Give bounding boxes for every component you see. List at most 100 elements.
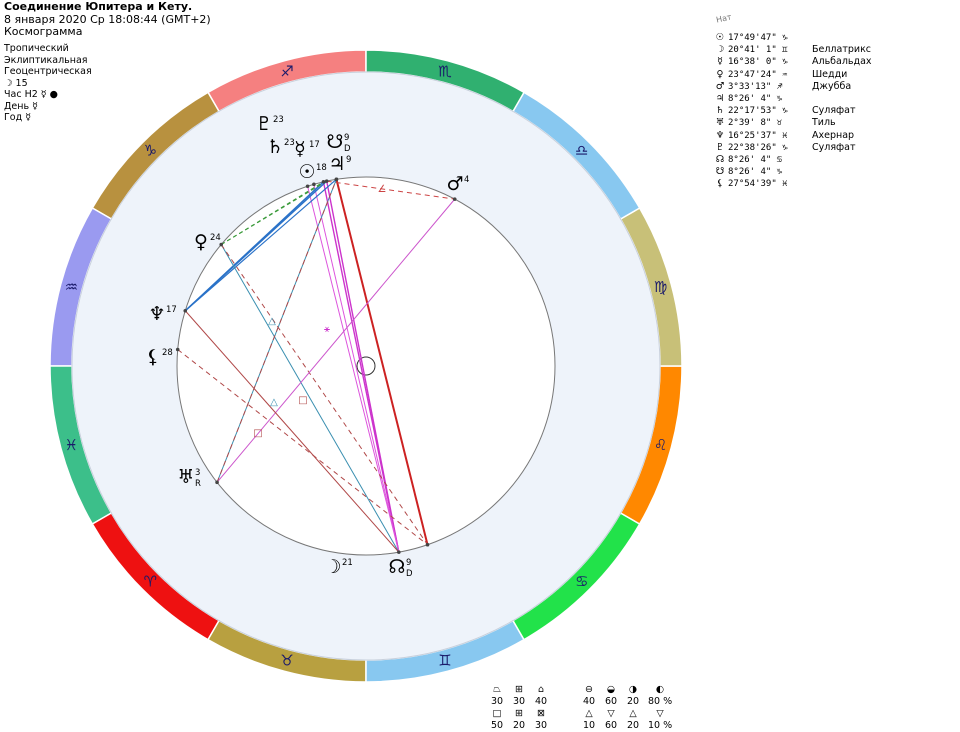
stats-values-row-2: 50 20 30 10 60 20 10 % [486, 720, 676, 732]
aspect-line [220, 244, 400, 553]
planet-glyph: ⚸ [716, 178, 724, 190]
planet-position: 8°26' 4" ♑ [728, 167, 783, 178]
planet-position: 8°26' 4" ♑ [728, 93, 783, 104]
fixed-star: Беллатрикс [812, 44, 872, 56]
stat-icon: ⊞ [515, 708, 523, 719]
planet-row: ♀23°47'24" ♒Шедди [712, 69, 872, 81]
planet-position: 27°54'39" ♓ [728, 179, 788, 190]
aspect-marker-icon: □ [253, 428, 262, 439]
fixed-star: Альбальдах [812, 56, 872, 68]
sign-glyph-icon: ♌ [654, 436, 667, 454]
planet-row: ♇22°38'26" ♑Суляфат [712, 142, 872, 154]
planet-glyph: ☿ [717, 56, 723, 68]
stats-values-row-1: 30 30 40 40 60 20 80 % [486, 696, 676, 708]
planet-glyph: ♂ [715, 80, 725, 92]
planet-motion-label: D [344, 144, 351, 154]
planet-position: 8°26' 4" ♋ [728, 154, 783, 165]
center-setting: Геоцентрическая [4, 66, 92, 77]
aspect-marker-icon: △ [268, 316, 276, 327]
sign-glyph-icon: ♈ [144, 573, 157, 591]
fixed-star: Суляфат [812, 105, 856, 117]
planet-row: ♃8°26' 4" ♑ [712, 93, 872, 105]
sign-glyph-icon: ♓ [65, 436, 78, 454]
stat-icon: ⏢ [493, 684, 501, 695]
stat-icon: △ [585, 708, 593, 719]
sign-glyph-icon: ♎ [575, 141, 588, 159]
stat-value: 40 [582, 696, 596, 707]
stat-value: 10 % [648, 720, 673, 731]
planet-glyph: ♅ [715, 117, 725, 129]
planet-glyph: ☽ [715, 44, 725, 56]
planet-row: ☿16°38' 0" ♑Альбальдах [712, 56, 872, 68]
aspect-line [184, 180, 328, 312]
aspect-line [307, 186, 400, 553]
sign-glyph-icon: ♍ [654, 278, 667, 296]
coordinate-setting: Эклиптикальная [4, 54, 88, 66]
planet-point [425, 542, 430, 547]
lilith-icon: ⚸ [146, 346, 160, 368]
planet-position: 23°47'24" ♒ [728, 69, 788, 80]
venus-icon: ♀ [194, 231, 208, 253]
aspect-marker-icon: □ [298, 395, 307, 406]
planet-row: ♄22°17'53" ♑Суляфат [712, 105, 872, 117]
aspect-line [184, 310, 400, 553]
year-ruler: Год ☿ [4, 112, 32, 123]
stat-value: 20 [626, 720, 640, 731]
chart-datetime: 8 января 2020 Ср 18:08:44 (GMT+2) [4, 12, 211, 26]
chart-settings: Тропический Эклиптикальная Геоцентрическ… [4, 43, 92, 124]
planet-glyph: ☉ [715, 32, 725, 43]
aspect-marker-icon: ∠ [378, 184, 387, 195]
fixed-star: Джубба [812, 80, 852, 92]
sign-glyph-icon: ♋ [575, 573, 588, 591]
aspect-marker-icon: △ [270, 397, 278, 408]
stat-value: 60 [604, 696, 618, 707]
planet-degree-label: 23 [273, 115, 284, 125]
moon-day: ☽ 15 [4, 77, 28, 89]
fixed-star: Ахернар [812, 129, 855, 141]
planet-point [334, 177, 339, 182]
planet-point [312, 182, 316, 187]
planet-degree-label: 9 [344, 133, 349, 143]
pluto-icon: ♇ [255, 113, 272, 135]
planet-row: ♅2°39' 8" ♉Тиль [712, 117, 872, 129]
planet-position: 20°41' 1" ♊ [728, 45, 788, 56]
planet-glyph: ♀ [716, 68, 724, 80]
neptune-icon: ♆ [148, 303, 165, 325]
stat-icon: ▽ [607, 708, 615, 719]
planet-degree-label: 28 [162, 348, 173, 358]
aspect-line [220, 244, 428, 545]
sign-glyph-icon: ♊ [438, 652, 451, 670]
planet-glyph: ♇ [715, 141, 725, 153]
planet-row: ⚸ 27°54'39" ♓ [712, 178, 872, 190]
aspect-line [313, 184, 400, 553]
planet-glyph: ♄ [715, 105, 725, 117]
moon-icon: ☽ [324, 556, 341, 578]
stat-value: 40 [534, 696, 548, 707]
north-node-icon: ☊ [389, 556, 406, 578]
sign-glyph-icon: ♑ [144, 141, 157, 159]
sign-glyph-icon: ♒ [65, 278, 78, 296]
stat-icon: ⌂ [537, 684, 545, 695]
planet-row: ☋8°26' 4" ♑ [712, 166, 872, 178]
hour-ruler: Час H2 ☿ ● [4, 89, 58, 100]
aspect-line [216, 179, 337, 483]
aspect-line [322, 181, 400, 553]
planet-point [305, 184, 310, 189]
planet-point [219, 242, 224, 247]
planet-degree-label: 9 [346, 155, 351, 165]
planet-point [175, 347, 180, 352]
planet-glyph: ♆ [715, 129, 725, 141]
stat-icon: ⊖ [585, 684, 593, 695]
planet-degree-label: 4 [464, 175, 469, 185]
stat-icon: △ [629, 708, 637, 719]
aspect-line [335, 179, 429, 545]
planet-position: 2°39' 8" ♉ [728, 118, 783, 129]
planet-degree-label: 17 [166, 305, 177, 315]
planet-glyph: ☋ [715, 166, 725, 178]
planet-row: ☽20°41' 1" ♊ Беллатрикс [712, 44, 872, 56]
planet-position: 3°33'13" ♐ [728, 81, 783, 92]
jupiter-icon: ♃ [328, 153, 345, 175]
stat-icon: ◐ [655, 684, 665, 695]
sign-glyph-icon: ♉ [280, 652, 293, 670]
